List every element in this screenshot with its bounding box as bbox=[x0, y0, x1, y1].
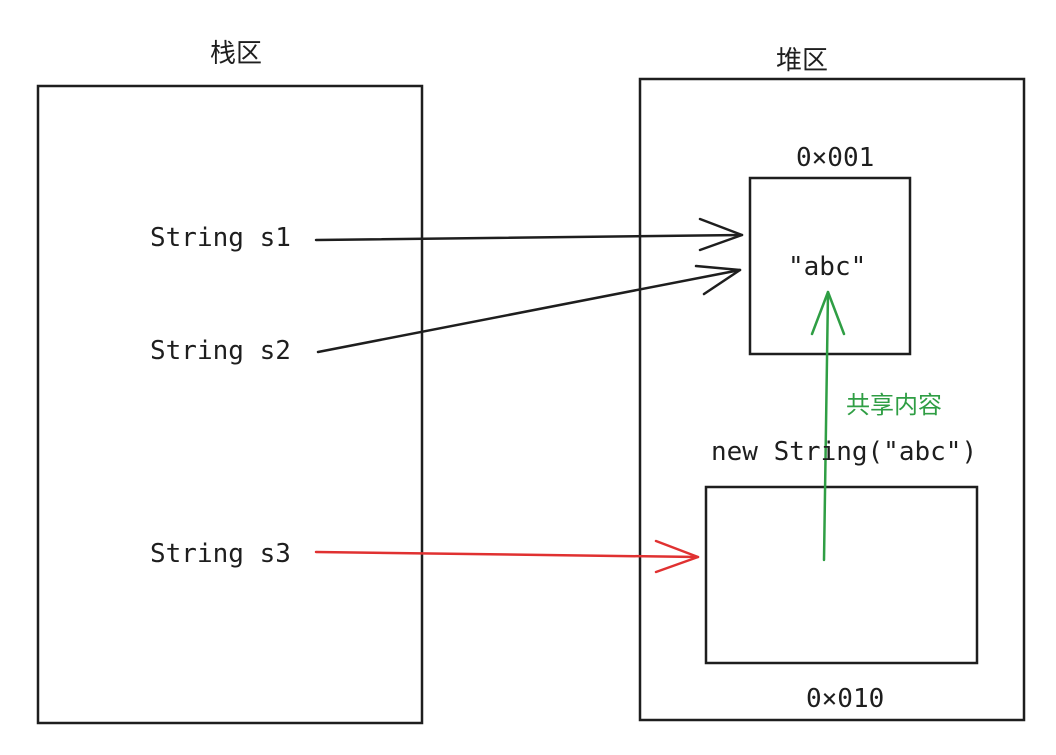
heap-object-001-box bbox=[748, 176, 912, 356]
heap-object-010-box bbox=[704, 485, 979, 665]
heap-object-010-address: 0×010 bbox=[806, 684, 885, 714]
stack-var-s1: String s1 bbox=[150, 223, 291, 253]
heap-title: 堆区 bbox=[776, 46, 829, 76]
stack-var-s3: String s3 bbox=[150, 539, 291, 569]
stack-area-box bbox=[36, 84, 424, 725]
arrow-s3 bbox=[314, 539, 700, 574]
arrow-s1 bbox=[314, 217, 744, 252]
arrow-share bbox=[810, 290, 846, 562]
heap-area-box bbox=[638, 77, 1026, 722]
arrow-s2 bbox=[316, 264, 742, 354]
heap-object-001-content: "abc" bbox=[788, 252, 867, 282]
heap-object-001-address: 0×001 bbox=[796, 143, 875, 173]
heap-object-010-label: new String("abc") bbox=[711, 437, 978, 467]
stack-title: 栈区 bbox=[210, 39, 263, 69]
share-label: 共享内容 bbox=[846, 391, 942, 419]
stack-var-s2: String s2 bbox=[150, 336, 291, 366]
